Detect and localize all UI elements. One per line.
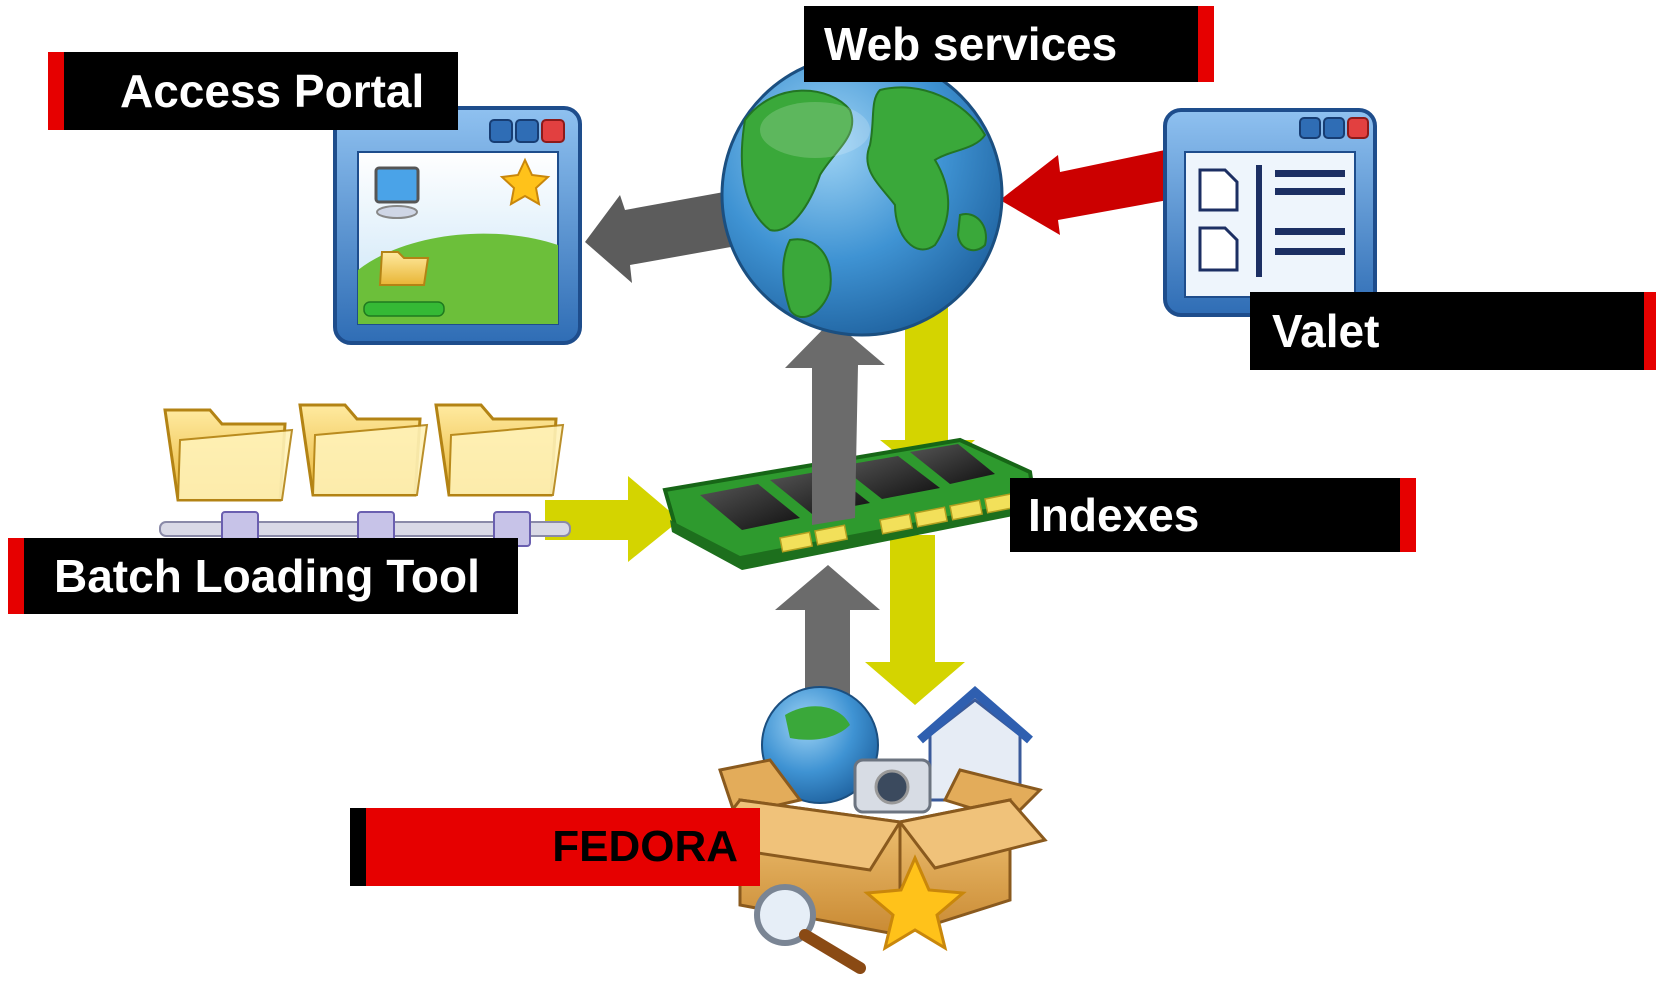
continent-shape: [956, 213, 987, 252]
magnifier-icon: [754, 884, 866, 974]
portal-window-icon: [333, 106, 582, 345]
arrow-globe-to-indexes: [880, 300, 975, 480]
continent-shape: [866, 86, 987, 251]
globe-icon: [720, 53, 1004, 337]
document-icon: [1198, 226, 1239, 272]
window-control-button: [1299, 117, 1321, 139]
board-contact: [949, 499, 983, 521]
window-control-button: [1323, 117, 1345, 139]
continent-shape: [782, 238, 832, 319]
fedora-label: FEDORA: [350, 808, 760, 886]
text-line: [1275, 248, 1345, 255]
column-divider: [1256, 165, 1262, 277]
valet-label: Valet: [1250, 292, 1656, 370]
batch-loading-tool-label: Batch Loading Tool: [8, 538, 518, 614]
folder-flap: [176, 428, 294, 501]
window-control-button: [489, 119, 513, 143]
star-icon: [863, 854, 967, 952]
folder-icon: [378, 251, 430, 286]
arrow-fedora-to-indexes: [775, 565, 880, 730]
small-globe-continent: [785, 706, 850, 740]
camera-lens: [874, 769, 910, 805]
window-control-button: [515, 119, 539, 143]
arrow-batch-to-indexes: [545, 476, 680, 562]
continent-shape: [740, 89, 854, 232]
window-close-button: [541, 119, 565, 143]
fedora-label-text: FEDORA: [552, 822, 738, 871]
web-services-label-text: Web services: [824, 18, 1118, 70]
progress-bar: [363, 301, 445, 317]
web-services-label: Web services: [804, 6, 1214, 82]
board-contact: [814, 524, 848, 546]
valet-label-text: Valet: [1272, 305, 1380, 357]
board-contact: [914, 506, 948, 528]
star-icon: [499, 157, 551, 206]
folder-network-icon: [159, 403, 571, 547]
board-contact: [879, 513, 913, 535]
arrow-indexes-to-fedora: [865, 535, 965, 705]
access-portal-label: Access Portal: [48, 52, 458, 130]
document-icon: [1198, 168, 1239, 212]
small-house-roof: [917, 686, 1033, 744]
text-line: [1275, 228, 1345, 235]
folder-flap: [311, 423, 429, 496]
memory-chip: [700, 484, 800, 530]
arrow-indexes-to-globe: [785, 320, 885, 525]
text-line: [1275, 170, 1345, 177]
arrow-valet-to-globe: [1000, 150, 1168, 235]
batch-loading-tool-label-text: Batch Loading Tool: [54, 550, 480, 602]
folder-flap: [447, 423, 565, 496]
monitor-stand: [376, 205, 418, 219]
memory-chip: [910, 444, 995, 484]
document-window-icon: [1163, 108, 1377, 317]
box-front-flap: [897, 798, 1048, 870]
text-line: [1275, 188, 1345, 195]
monitor-screen: [374, 166, 420, 204]
window-close-button: [1347, 117, 1369, 139]
memory-chip: [840, 456, 940, 499]
board-contact: [779, 531, 813, 553]
access-portal-label-text: Access Portal: [120, 65, 425, 117]
indexes-label: Indexes: [1010, 478, 1416, 552]
arrow-globe-to-portal: [585, 190, 742, 283]
indexes-label-text: Indexes: [1028, 489, 1200, 541]
